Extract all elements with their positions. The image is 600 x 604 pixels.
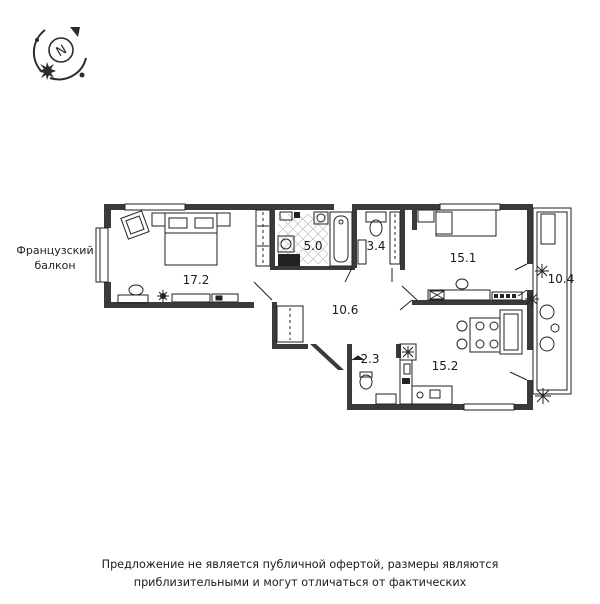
disclaimer: Предложение не является публичной оферто…	[0, 556, 600, 592]
bathtub-icon	[329, 211, 353, 267]
walls	[104, 204, 533, 410]
wc-fixtures	[351, 355, 397, 405]
kitchen-misc-icon	[399, 343, 417, 384]
windows	[95, 203, 515, 411]
room-area-bedroom-2: 15.1	[450, 251, 477, 265]
disclaimer-line-2: приблизительными и могут отличаться от ф…	[133, 576, 467, 589]
french-balcony-line-1: Французский	[16, 244, 94, 257]
kitchen-counter-icon	[399, 359, 453, 405]
bed-icon	[151, 212, 231, 266]
french-balcony-label: Французский балкон	[14, 243, 96, 273]
room-area-loggia: 10.4	[548, 272, 575, 286]
toilet-room-fixtures	[357, 211, 401, 265]
dining-table-icon	[456, 317, 501, 353]
plant-icon	[157, 290, 169, 302]
loggia	[532, 207, 572, 395]
armchair-icon	[120, 210, 150, 240]
sofa-icon	[499, 309, 523, 355]
doors	[253, 263, 528, 381]
room-area-wc: 2.3	[360, 352, 379, 366]
room-area-hall: 10.6	[332, 303, 359, 317]
room-area-toilet: 3.4	[366, 239, 385, 253]
french-balcony-line-2: балкон	[34, 259, 76, 272]
washing-machine-icon	[277, 235, 295, 253]
loggia-chairs-icon	[535, 264, 560, 404]
compass-letter: N	[54, 42, 70, 60]
bed-2-icon	[417, 209, 497, 237]
shelf-2-icon	[491, 291, 523, 301]
plant-2-icon	[525, 292, 539, 306]
wardrobe-icon	[255, 209, 271, 267]
room-area-bedroom: 17.2	[183, 273, 210, 287]
room-area-bathroom: 5.0	[303, 239, 322, 253]
compass-icon	[32, 27, 87, 81]
hall-closet-icon	[276, 305, 304, 343]
desk-2-icon	[427, 278, 491, 301]
desk-icon	[117, 284, 149, 304]
dresser-icon	[171, 293, 239, 303]
disclaimer-line-1: Предложение не является публичной оферто…	[101, 558, 499, 571]
room-area-kitchen: 15.2	[432, 359, 459, 373]
sink-icon	[313, 211, 329, 225]
cabinet-icon	[278, 211, 300, 266]
